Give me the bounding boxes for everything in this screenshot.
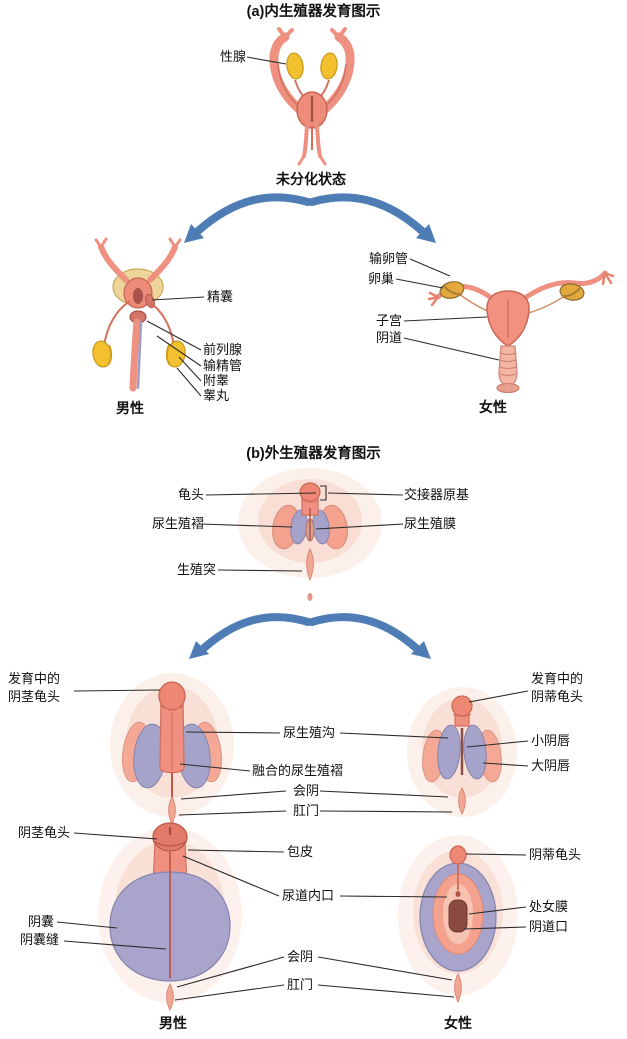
arrow-internal-right xyxy=(308,193,426,235)
label-foreskin: 包皮 xyxy=(287,844,314,859)
arrowhead-external-right xyxy=(411,641,431,659)
ovary-left xyxy=(439,281,465,299)
label-fused-urogenital-folds: 融合的尿生殖褶 xyxy=(252,763,344,778)
labia-minora-left xyxy=(437,724,461,780)
label-anus-developing: 肛门 xyxy=(293,803,320,818)
label-scrotal-raphe: 阴囊缝 xyxy=(20,932,60,947)
gonad-left xyxy=(286,52,304,80)
developing-penis-glans xyxy=(158,681,186,711)
label-glans: 龟头 xyxy=(177,487,204,502)
label-urogenital-groove: 尿生殖沟 xyxy=(283,725,336,740)
mature-female-external-illustration xyxy=(398,835,518,1004)
caption-female-internal: 女性 xyxy=(479,399,507,415)
genital-tubercle-tail xyxy=(306,547,314,582)
label-penis-glans: 阴茎龟头 xyxy=(18,825,71,840)
label-developing-clitoral-glans-line2: 阴蒂龟头 xyxy=(531,689,584,704)
vagina xyxy=(498,345,518,388)
developing-female-external-illustration xyxy=(407,687,517,817)
label-genital-tubercle: 生殖突 xyxy=(176,562,216,577)
label-clitoral-glans: 阴蒂龟头 xyxy=(529,847,582,862)
label-developing-clitoral-glans-line1: 发育中的 xyxy=(531,671,584,686)
differentiation-arrows-external xyxy=(189,613,431,659)
leader-lines xyxy=(56,56,529,1001)
undifferentiated-external-illustration xyxy=(238,468,382,601)
caption-male-internal: 男性 xyxy=(116,400,144,416)
perineum-male-mature xyxy=(166,982,174,1012)
perineum-female-developing xyxy=(458,786,466,816)
female-internal-illustration xyxy=(427,270,615,394)
label-labia-majora: 大阴唇 xyxy=(531,758,571,773)
labia-minora-right xyxy=(463,724,487,780)
differentiation-arrows-internal xyxy=(184,193,436,243)
label-seminal-vesicle: 精囊 xyxy=(207,289,234,304)
vas-deferens-left xyxy=(103,300,131,347)
vaginal-opening xyxy=(448,899,468,933)
vas-deferens-right xyxy=(147,300,175,347)
mature-male-external-illustration xyxy=(98,822,242,1012)
developing-male-external-illustration xyxy=(110,673,234,826)
label-developing-penis-glans-line1: 发育中的 xyxy=(8,671,61,686)
section-a-title: (a)内生殖器发育图示 xyxy=(246,4,381,20)
developing-clitoral-glans xyxy=(451,695,473,717)
arrowhead-internal-right xyxy=(416,224,436,243)
undifferentiated-internal-illustration xyxy=(269,27,355,166)
label-testis: 睾丸 xyxy=(203,388,230,403)
clitoral-glans xyxy=(449,845,467,865)
label-undifferentiated-state: 未分化状态 xyxy=(276,171,346,187)
fallopian-tube-right xyxy=(519,270,608,303)
arrowhead-internal-left xyxy=(184,224,204,243)
label-epididymis: 附睾 xyxy=(203,373,230,388)
gonad-right xyxy=(320,52,338,80)
label-gonad: 性腺 xyxy=(219,49,246,64)
label-perineum-developing: 会阴 xyxy=(293,783,320,798)
label-hymen: 处女膜 xyxy=(529,899,569,914)
label-vagina: 阴道 xyxy=(375,330,402,345)
label-urethral-opening: 尿道内口 xyxy=(282,888,335,903)
epididymis-left xyxy=(107,344,113,366)
epididymis-right xyxy=(165,344,171,366)
label-anus-mature: 肛门 xyxy=(287,977,314,992)
arrow-external-left xyxy=(200,613,312,652)
label-prostate: 前列腺 xyxy=(203,342,243,357)
arrow-external-right xyxy=(308,613,420,652)
caption-female-external: 女性 xyxy=(444,1015,472,1031)
arrowhead-external-left xyxy=(189,641,209,659)
male-internal-illustration xyxy=(92,237,186,392)
caption-male-external: 男性 xyxy=(159,1015,187,1031)
label-developing-penis-glans-line2: 阴茎龟头 xyxy=(8,689,61,704)
label-fallopian-tube: 输卵管 xyxy=(368,251,408,266)
label-urogenital-membrane: 尿生殖膜 xyxy=(404,516,457,531)
label-vas-deferens: 输精管 xyxy=(203,358,243,373)
label-urogenital-fold: 尿生殖褶 xyxy=(151,516,204,531)
label-scrotum: 阴囊 xyxy=(28,914,55,929)
label-vaginal-opening: 阴道口 xyxy=(529,919,569,934)
arrow-internal-left xyxy=(194,193,312,235)
glans-primordium xyxy=(299,482,321,502)
urethral-opening-female xyxy=(455,891,461,897)
label-ovary: 卵巢 xyxy=(367,271,394,286)
section-b-title: (b)外生殖器发育图示 xyxy=(246,446,381,462)
label-labia-minora: 小阴唇 xyxy=(531,733,571,748)
label-copulatory-organ-primordium: 交接器原基 xyxy=(404,487,470,502)
label-perineum-mature: 会阴 xyxy=(287,949,314,964)
perineum-female-mature xyxy=(454,972,462,1004)
label-uterus: 子宫 xyxy=(375,313,402,328)
